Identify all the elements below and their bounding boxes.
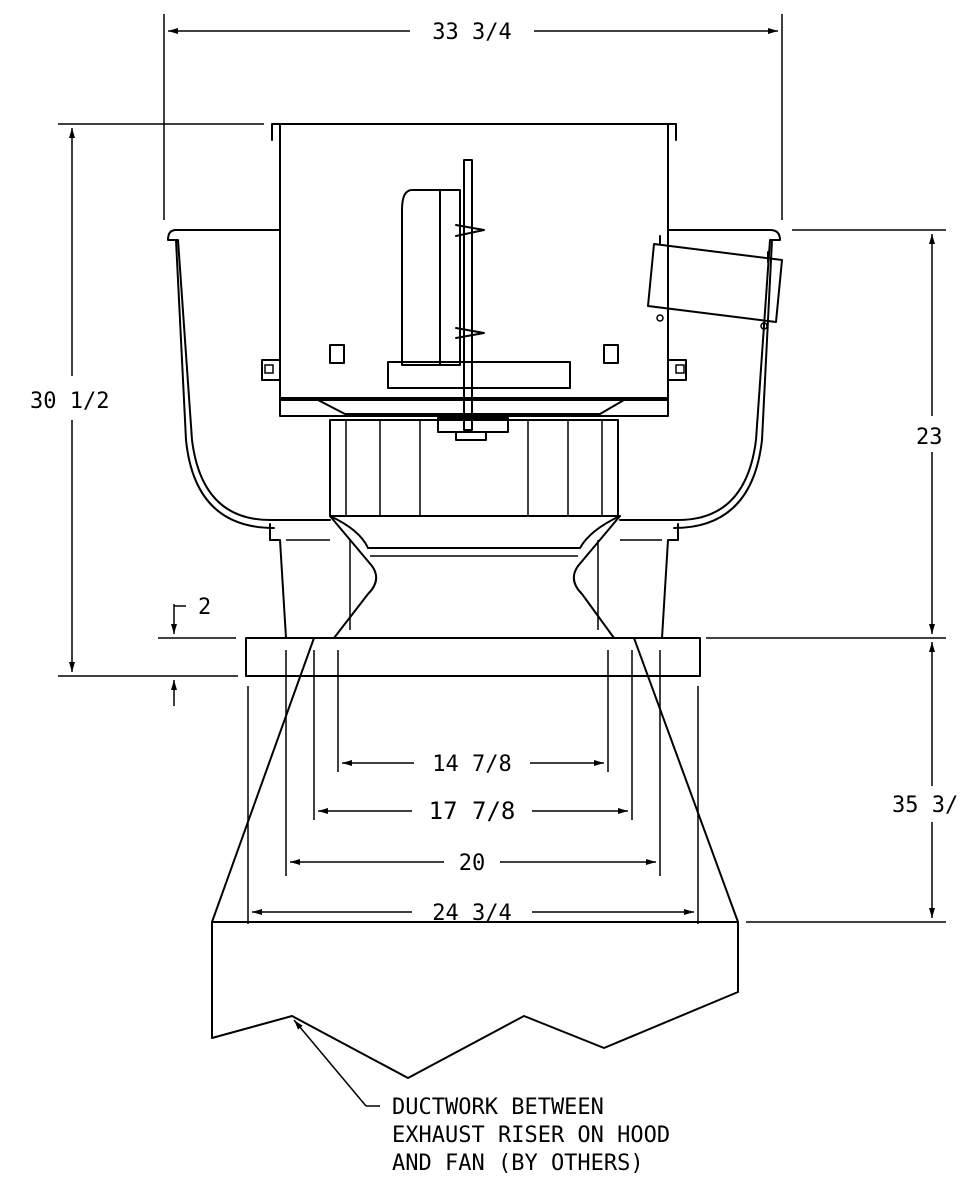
dim-throat-inner: 14 7/8: [342, 752, 604, 777]
dim-throat-outer-label: 17 7/8: [429, 797, 516, 825]
curb-base: [245, 637, 701, 677]
dim-extension-lines: [247, 650, 699, 924]
dim-curb-lip: 2: [158, 595, 236, 706]
dim-riser-height-label: 35 3/: [892, 793, 958, 818]
dim-throat-inner-label: 14 7/8: [432, 752, 511, 777]
dim-overall-width-label: 33 3/4: [432, 20, 511, 45]
dim-throat-outer: 17 7/8: [318, 797, 628, 825]
dim-base-outer: 24 3/4: [252, 901, 694, 926]
dim-overall-width: 33 3/4: [163, 14, 783, 220]
dim-riser-height: 35 3/: [746, 642, 958, 923]
note-line-3: AND FAN (BY OTHERS): [392, 1151, 644, 1176]
ductwork-note: DUCTWORK BETWEEN EXHAUST RISER ON HOOD A…: [293, 1019, 670, 1176]
fan-housing: [167, 123, 783, 639]
dim-fan-height-label: 23: [916, 425, 943, 450]
dim-base-inner-label: 20: [459, 851, 486, 876]
dim-base-inner: 20: [290, 851, 656, 876]
duct-riser: [211, 637, 739, 1079]
dim-curb-lip-label: 2: [198, 595, 211, 620]
dim-overall-height: 30 1/2: [30, 123, 264, 677]
dim-fan-height: 23: [706, 229, 946, 639]
note-line-1: DUCTWORK BETWEEN: [392, 1095, 604, 1120]
dim-overall-height-label: 30 1/2: [30, 389, 109, 414]
dim-base-outer-label: 24 3/4: [432, 901, 511, 926]
note-line-2: EXHAUST RISER ON HOOD: [392, 1123, 670, 1148]
